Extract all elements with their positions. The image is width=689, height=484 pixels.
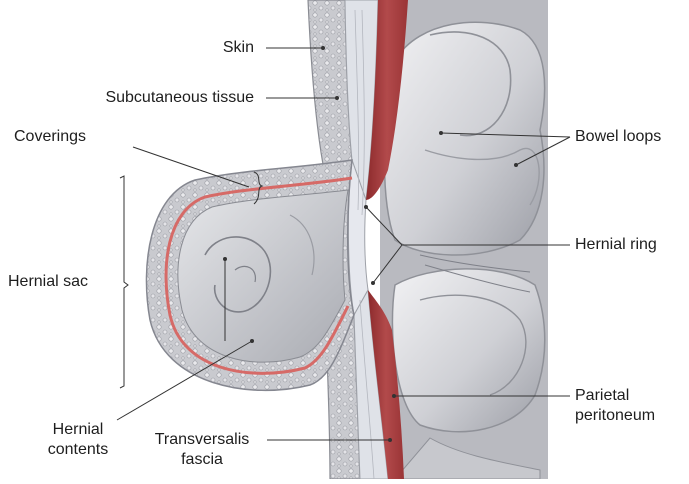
label-parietal-peritoneum: Parietal peritoneum — [575, 386, 655, 426]
label-transversalis-fascia-line1: Transversalis — [140, 430, 264, 450]
hernial-contents-bowel — [178, 190, 348, 362]
upper-bowel-loops — [384, 22, 544, 255]
label-transversalis-fascia-line2: fascia — [140, 450, 264, 470]
label-hernial-contents-line2: contents — [38, 440, 118, 460]
label-parietal-peritoneum-line2: peritoneum — [575, 406, 655, 426]
lower-bowel-loops — [392, 269, 544, 432]
label-hernial-contents: Hernial contents — [38, 420, 118, 460]
label-bowel-loops: Bowel loops — [575, 127, 661, 147]
label-coverings: Coverings — [14, 127, 86, 147]
label-hernial-ring: Hernial ring — [575, 235, 657, 255]
label-skin: Skin — [223, 38, 254, 58]
label-hernial-contents-line1: Hernial — [38, 420, 118, 440]
abdominal-cavity — [380, 0, 548, 479]
label-parietal-peritoneum-line1: Parietal — [575, 386, 655, 406]
label-hernial-sac: Hernial sac — [8, 272, 88, 292]
label-transversalis-fascia: Transversalis fascia — [140, 430, 264, 470]
hernia-sac — [146, 160, 354, 390]
hernial-sac-bracket — [120, 176, 128, 388]
label-subcutaneous-tissue: Subcutaneous tissue — [105, 88, 254, 108]
